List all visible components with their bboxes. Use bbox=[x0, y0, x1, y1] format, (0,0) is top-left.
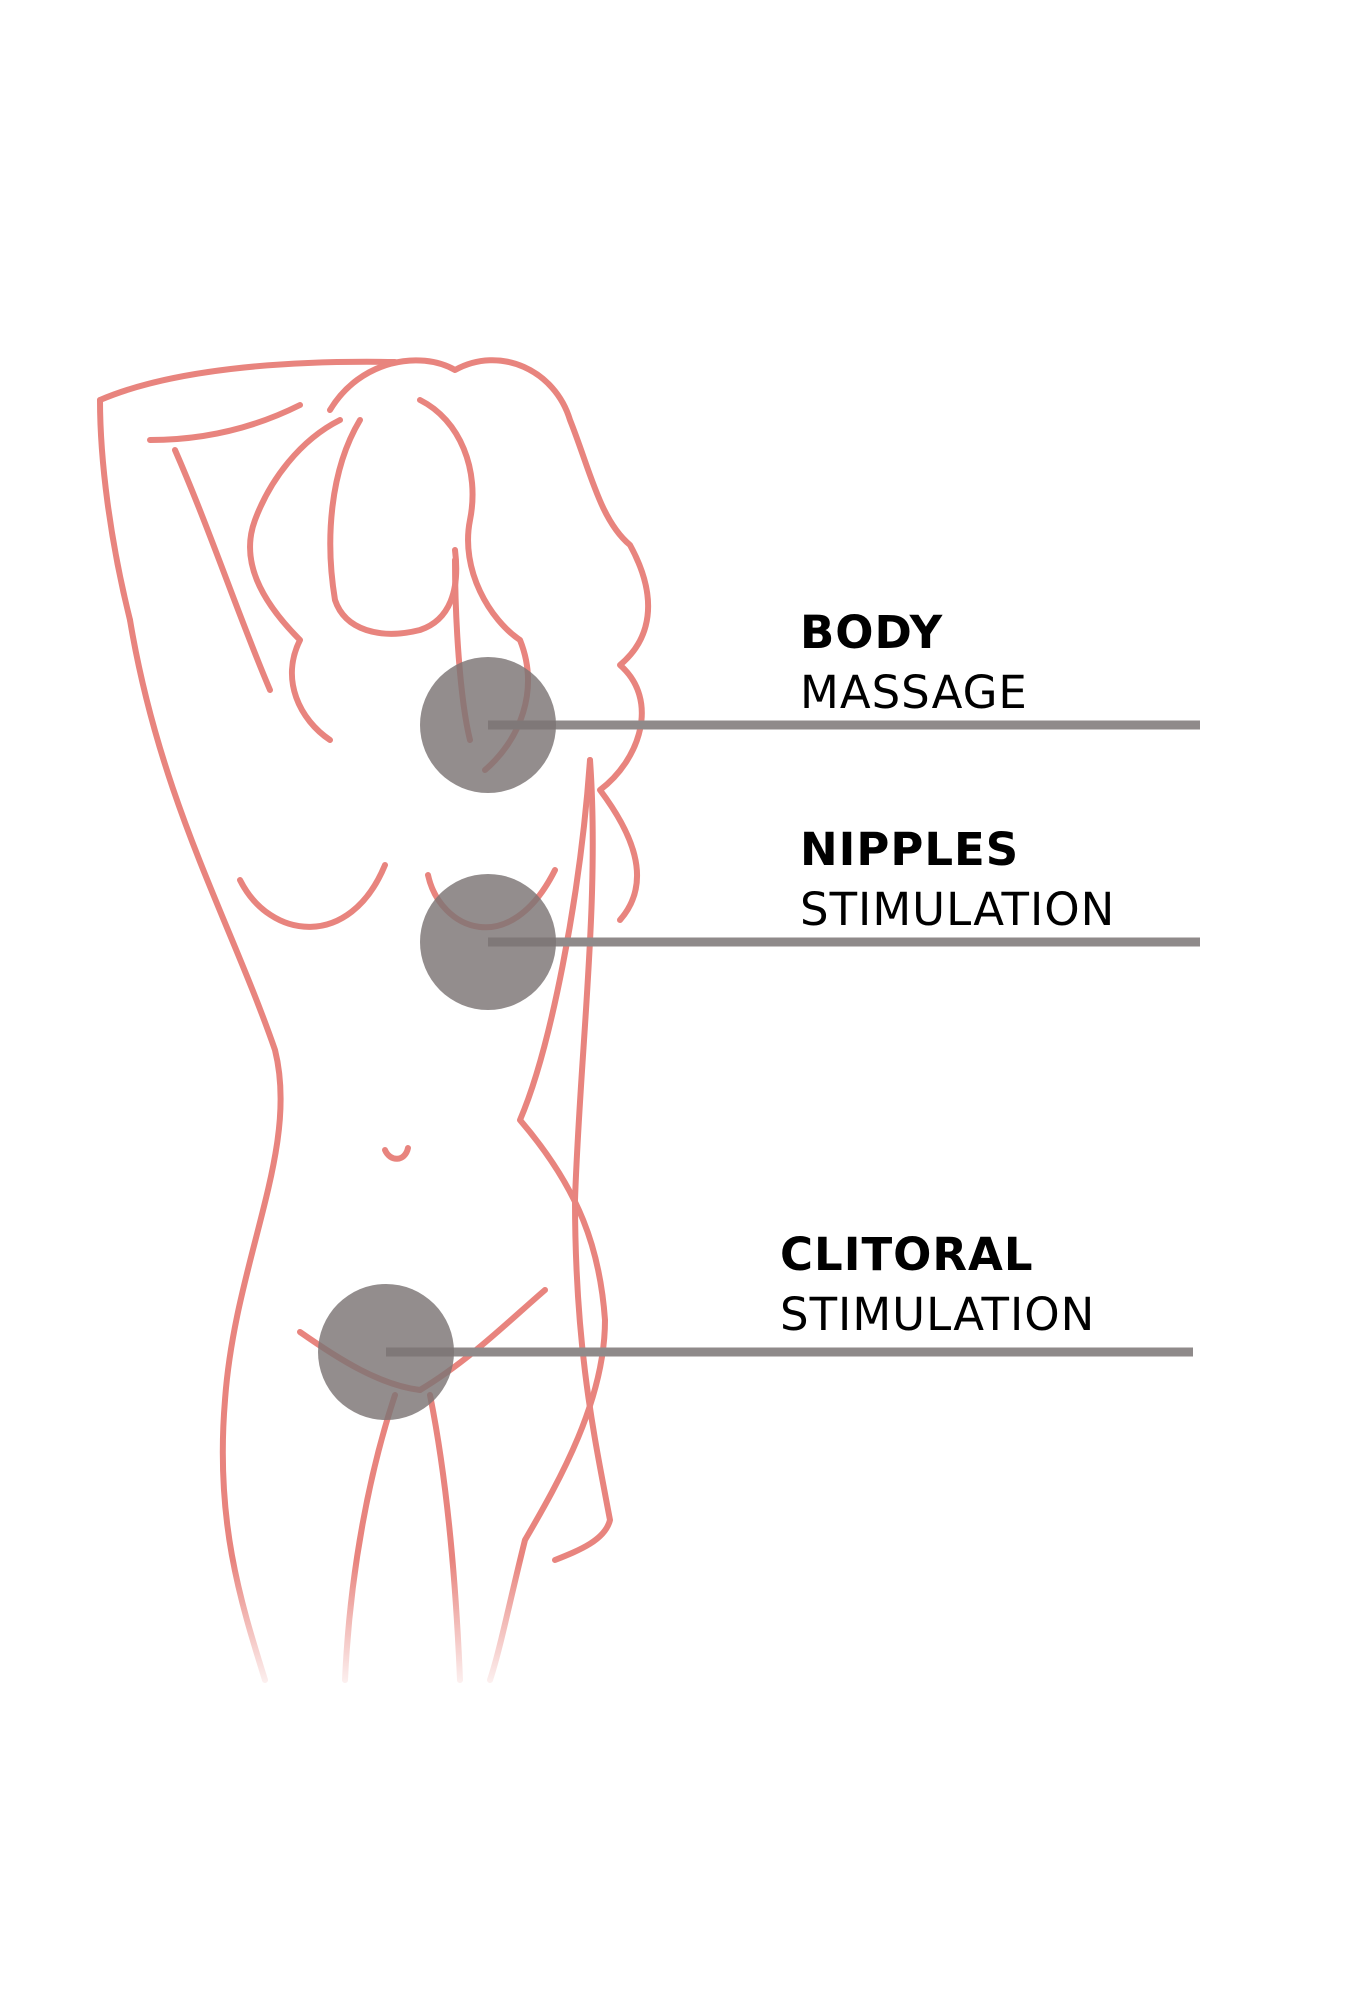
forearm-inner bbox=[172, 447, 273, 693]
left-breast-curve bbox=[237, 862, 388, 930]
zone-title-body: BODY bbox=[800, 606, 944, 659]
zone-circles bbox=[318, 657, 556, 1420]
navel bbox=[382, 1145, 411, 1162]
zone-label-clitoral: CLITORAL STIMULATION bbox=[780, 1232, 1095, 1337]
zone-label-body: BODY MASSAGE bbox=[800, 610, 1028, 715]
zone-subtitle-body: MASSAGE bbox=[800, 666, 1028, 719]
face-outline bbox=[327, 417, 460, 637]
leg-fade-overlay bbox=[180, 1560, 640, 1700]
zone-circle-nipples bbox=[420, 874, 556, 1010]
hair-outer bbox=[327, 357, 652, 923]
raised-arm-top bbox=[97, 397, 133, 623]
zone-title-clitoral: CLITORAL bbox=[780, 1228, 1034, 1281]
hair-inner bbox=[247, 417, 343, 743]
leader-lines bbox=[386, 720, 1200, 1357]
zone-subtitle-nipples: STIMULATION bbox=[800, 883, 1116, 936]
zone-circle-body bbox=[420, 657, 556, 793]
left-torso-outline bbox=[127, 617, 284, 1683]
zone-circle-clitoral bbox=[318, 1284, 454, 1420]
arm-inner bbox=[147, 402, 303, 443]
figure-outline bbox=[97, 357, 652, 1683]
zone-title-nipples: NIPPLES bbox=[800, 823, 1020, 876]
zone-subtitle-clitoral: STIMULATION bbox=[780, 1288, 1096, 1341]
raised-arm-outer bbox=[97, 358, 398, 403]
right-arm-hanging bbox=[552, 757, 613, 1563]
zone-label-nipples: NIPPLES STIMULATION bbox=[800, 827, 1115, 932]
